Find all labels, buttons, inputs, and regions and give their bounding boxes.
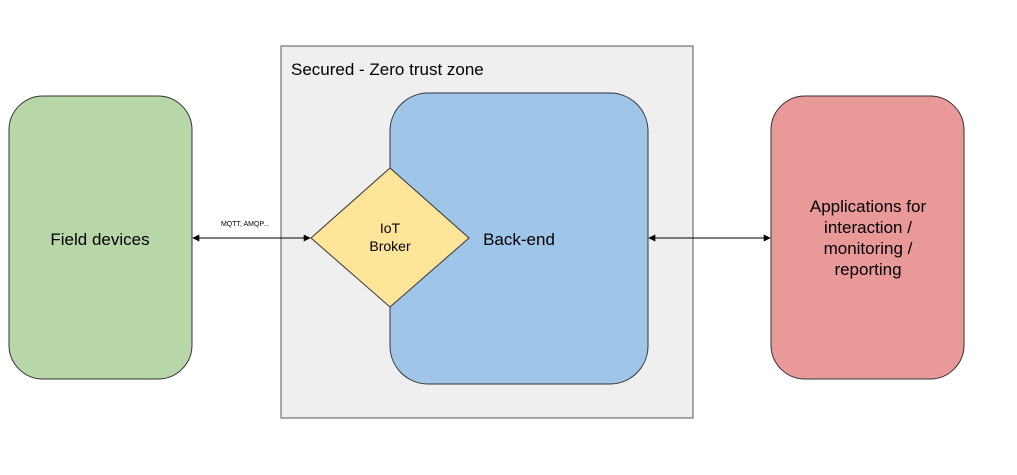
broker-label-line-2: Broker — [369, 238, 411, 254]
applications-label-line-3: monitoring / — [824, 239, 913, 258]
secured-zone-title: Secured - Zero trust zone — [291, 60, 484, 79]
connector-protocol-label: MQTT, AMQP... — [221, 221, 269, 228]
applications-label-line-2: interaction / — [824, 218, 912, 237]
applications-box — [770, 95, 965, 380]
iot-broker-diamond — [310, 167, 470, 308]
field-devices-label: Field devices — [50, 230, 149, 249]
field-devices-box — [8, 95, 193, 380]
applications-label-line-4: reporting — [834, 260, 901, 279]
backend-label: Back-end — [483, 230, 555, 249]
applications-label-line-1: Applications for — [810, 197, 927, 216]
broker-label-line-1: IoT — [380, 220, 401, 236]
